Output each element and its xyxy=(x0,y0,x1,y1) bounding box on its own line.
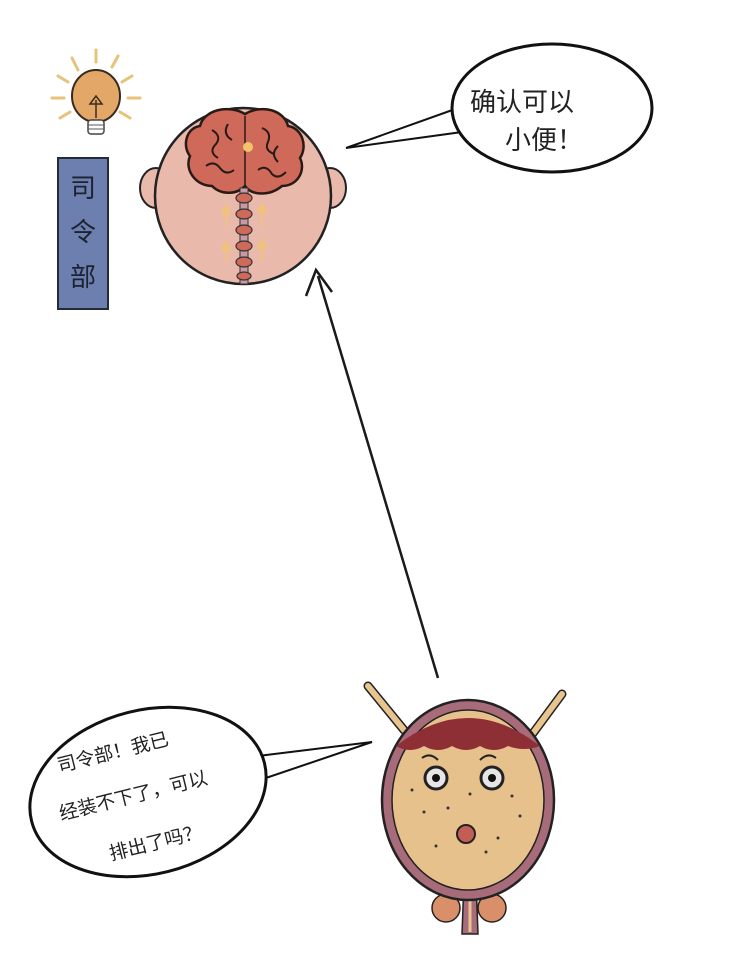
spinal-cord-icon xyxy=(235,187,253,285)
brain-speech-bubble xyxy=(345,42,654,174)
sign-char-1: 司 xyxy=(69,174,96,205)
signal-arrows-icon xyxy=(220,201,268,262)
light-bulb-icon xyxy=(50,48,142,135)
bladder-character xyxy=(363,681,567,935)
bladder-speech-bubble xyxy=(28,705,373,879)
brain-bubble-line-1: 确认可以 xyxy=(470,88,575,118)
signal-arrow-icon xyxy=(304,267,440,679)
brain-bubble-line-2: 小便！ xyxy=(505,126,584,156)
head-with-brain xyxy=(139,106,347,286)
sign-char-3: 部 xyxy=(69,262,96,293)
sign-char-2: 令 xyxy=(69,218,96,249)
brain-icon xyxy=(184,107,305,195)
headquarters-sign: 司 令 部 xyxy=(57,157,109,310)
